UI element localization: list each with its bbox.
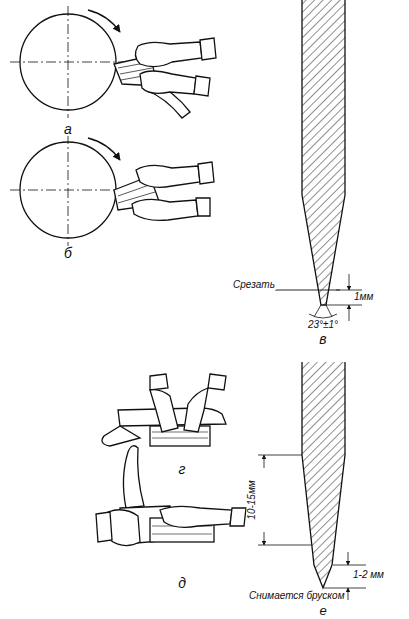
panel-letter: г bbox=[178, 462, 187, 476]
blade-section bbox=[258, 362, 366, 600]
panel-letter: д bbox=[177, 576, 187, 590]
axe-and-hands-b bbox=[114, 162, 214, 220]
panel-letter: в bbox=[318, 332, 327, 346]
dimension-label: 10-15мм bbox=[247, 479, 257, 520]
dimension-label: 23°±1° bbox=[307, 320, 339, 330]
axe-and-hands-g bbox=[102, 374, 226, 446]
dimension-label: 1мм bbox=[353, 292, 374, 302]
panel-letter: б bbox=[63, 246, 73, 260]
axe-and-hands-d bbox=[96, 446, 246, 546]
dimension-label: 1-2 мм bbox=[352, 570, 385, 580]
panel-letter: а bbox=[63, 122, 73, 136]
grinding-wheel bbox=[10, 6, 126, 118]
dimension-label: Срезать bbox=[232, 280, 276, 290]
dimension-label: Снимается бруском bbox=[248, 591, 345, 601]
blade-section bbox=[275, 0, 362, 321]
axe-and-hands-a bbox=[114, 38, 216, 118]
grinding-wheel bbox=[10, 134, 126, 246]
panel-letter: е bbox=[318, 604, 327, 617]
